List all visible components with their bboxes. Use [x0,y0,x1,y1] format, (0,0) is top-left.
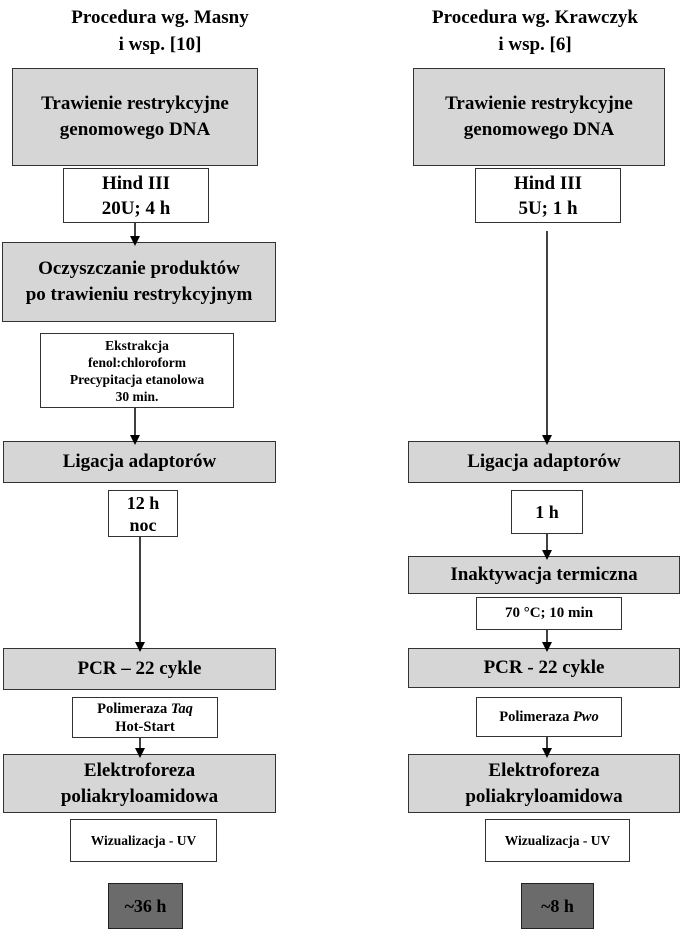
right-digestion-box: Trawienie restrykcyjne genomowego DNA [413,68,665,166]
left-polymerase-box: Polimeraza Taq Hot-Start [72,697,218,738]
left-procedure-title: Procedura wg. Masny i wsp. [10] [71,7,249,55]
left-extraction-box: Ekstrakcja fenol:chloroform Precypitacja… [40,333,234,408]
left-total-time-badge: ~36 h [108,883,183,929]
right-ligation-box: Ligacja adaptorów [408,441,680,483]
right-visualization-box: Wizualizacja - UV [485,819,630,862]
right-inactivation-box: Inaktywacja termiczna [408,556,680,594]
left-visualization-box: Wizualizacja - UV [70,819,217,862]
right-total-time-badge: ~8 h [521,883,594,929]
right-procedure-title: Procedura wg. Krawczyk i wsp. [6] [432,7,638,55]
left-enzyme-box: Hind III 20U; 4 h [63,168,209,223]
left-ligation-time-box: 12 h noc [108,490,178,537]
right-enzyme-box: Hind III 5U; 1 h [475,168,621,223]
right-ligation-time-box: 1 h [511,490,583,534]
right-inactivation-conditions-box: 70 °C; 10 min [476,597,622,630]
left-ligation-box: Ligacja adaptorów [3,441,276,483]
right-electrophoresis-box: Elektroforeza poliakryloamidowa [408,754,680,813]
left-electrophoresis-box: Elektroforeza poliakryloamidowa [3,754,276,813]
right-polymerase-box: Polimeraza Pwo [476,697,622,737]
left-digestion-box: Trawienie restrykcyjne genomowego DNA [12,68,258,166]
left-pcr-box: PCR – 22 cykle [3,648,276,690]
right-pcr-box: PCR - 22 cykle [408,648,680,688]
